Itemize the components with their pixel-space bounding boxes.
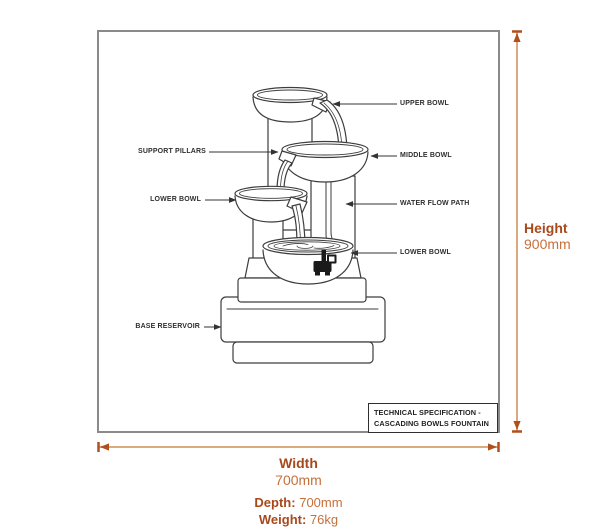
- height-arrowhead-bottom: [513, 421, 521, 430]
- tech-spec-line1: TECHNICAL SPECIFICATION -: [374, 408, 481, 417]
- width-arrowhead-left: [100, 443, 109, 451]
- height-arrowhead-top: [513, 33, 521, 42]
- weight-label: Weight:: [258, 512, 307, 527]
- width-dimension-arrow: [97, 442, 500, 452]
- label-middle-bowl: MIDDLE BOWL: [400, 152, 452, 159]
- label-lower-bowl-right: LOWER BOWL: [400, 249, 451, 256]
- width-value: 700mm: [275, 472, 322, 488]
- height-dimension-arrow: [512, 30, 522, 433]
- label-water-flow-path: WATER FLOW PATH: [400, 200, 470, 207]
- height-label: Height: [524, 220, 568, 236]
- label-upper-bowl: UPPER BOWL: [400, 100, 449, 107]
- depth-label: Depth:: [254, 495, 296, 510]
- label-support-pillars: SUPPORT PILLARS: [138, 148, 206, 155]
- depth-value: 700mm: [299, 495, 343, 510]
- height-value: 900mm: [524, 236, 571, 252]
- depth-row: Depth: 700mm: [97, 495, 500, 510]
- tech-spec-box: TECHNICAL SPECIFICATION - CASCADING BOWL…: [368, 403, 498, 433]
- weight-row: Weight: 76kg: [97, 512, 500, 527]
- label-base-reservoir: BASE RESERVOIR: [135, 323, 200, 330]
- label-lower-bowl-left: LOWER BOWL: [150, 196, 201, 203]
- tech-spec-line2: CASCADING BOWLS FOUNTAIN: [374, 419, 489, 428]
- width-arrowhead-right: [488, 443, 497, 451]
- weight-value: 76kg: [309, 512, 339, 527]
- diagram-border: [97, 30, 500, 433]
- width-label: Width: [279, 455, 318, 471]
